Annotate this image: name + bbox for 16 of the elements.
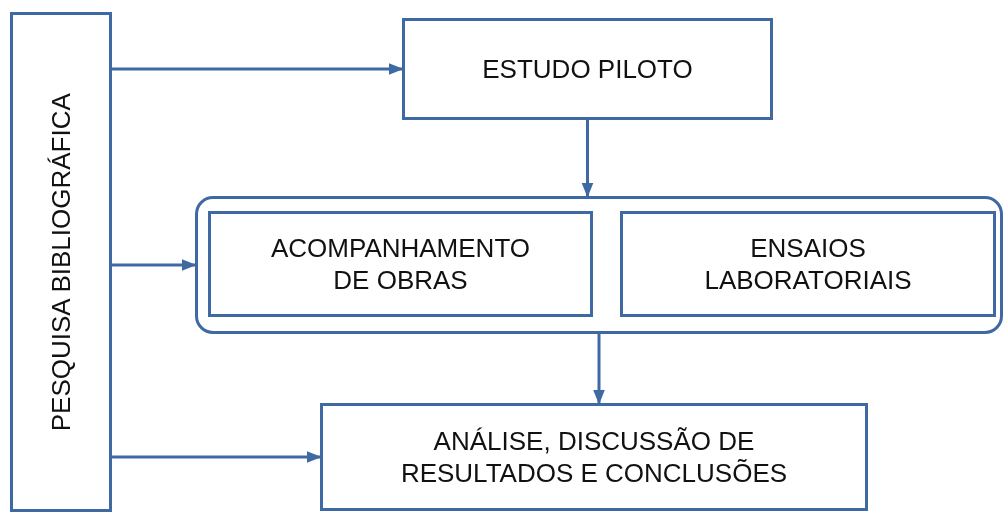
box-label: ENSAIOS LABORATORIAIS [703,231,913,297]
process-box [10,12,112,512]
box-label: ESTUDO PILOTO [482,52,693,86]
arrow [112,63,404,75]
arrow [593,334,605,405]
box-label: ANÁLISE, DISCUSSÃO DE RESULTADOS E CONCLUSÕES [399,424,789,490]
arrow [581,120,594,198]
arrow [112,259,197,271]
process-box [208,211,593,317]
arrow [112,451,322,463]
process-box [620,211,996,317]
box-label: PESQUISA BIBLIOGRÁFICA [44,92,77,432]
process-box [402,18,773,120]
process-box [320,403,868,511]
group-box [195,196,1003,334]
box-label: ACOMPANHAMENTO DE OBRAS [269,231,532,297]
